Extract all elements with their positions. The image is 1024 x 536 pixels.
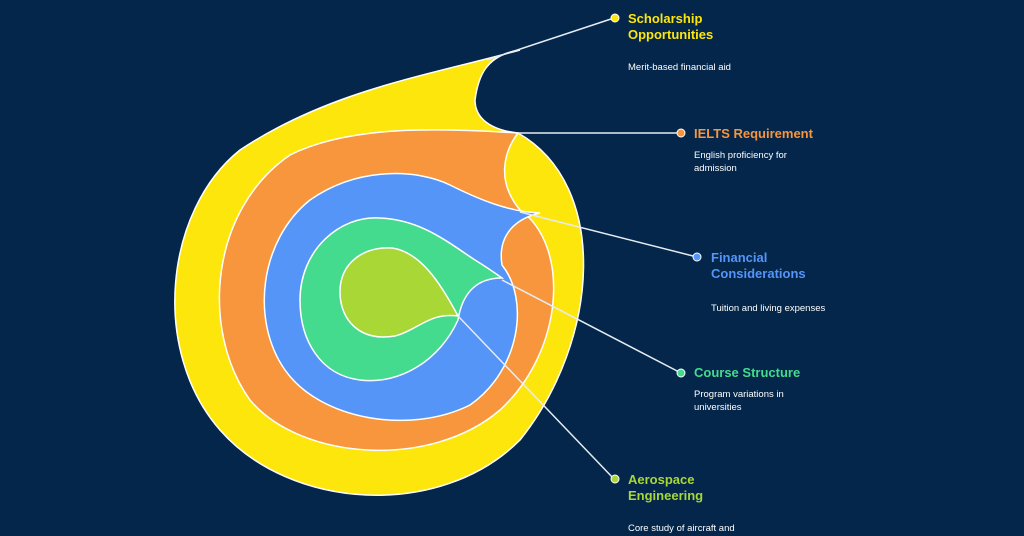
label-title: Scholarship Opportunities xyxy=(628,11,848,43)
connector-course xyxy=(501,279,682,374)
label-aerospace: Aerospace Engineering Core study of airc… xyxy=(628,472,848,536)
title-line: Course Structure xyxy=(694,365,801,380)
layer-aerospace xyxy=(339,247,460,338)
label-description: Program variations in universities xyxy=(694,389,784,413)
label-title: Course Structure xyxy=(694,365,914,381)
label-course: Course Structure Program variations in u… xyxy=(694,365,914,414)
dot-scholarship xyxy=(610,13,620,23)
title-line: IELTS Requirement xyxy=(694,126,813,141)
label-description: Core study of aircraft and systems xyxy=(628,523,735,536)
label-ielts: IELTS Requirement English proficiency fo… xyxy=(694,126,914,175)
label-description: Tuition and living expenses xyxy=(711,303,826,314)
connector-scholarship xyxy=(486,17,615,61)
label-description: English proficiency for admission xyxy=(694,150,787,174)
label-title: IELTS Requirement xyxy=(694,126,914,142)
dot-financial xyxy=(692,252,702,262)
title-line: Scholarship xyxy=(628,11,703,26)
title-line: Aerospace xyxy=(628,472,695,487)
dot-course xyxy=(676,368,686,378)
dot-ielts xyxy=(676,128,686,138)
label-description: Merit-based financial aid xyxy=(628,62,731,73)
label-scholarship: Scholarship Opportunities Merit-based fi… xyxy=(628,11,848,75)
title-line: Considerations xyxy=(711,266,806,281)
connector-financial xyxy=(519,211,698,258)
label-title: Aerospace Engineering xyxy=(628,472,848,504)
dot-aerospace xyxy=(610,474,620,484)
title-line: Engineering xyxy=(628,488,704,503)
title-line: Financial xyxy=(711,250,768,265)
label-financial: Financial Considerations Tuition and liv… xyxy=(711,250,931,316)
connector-aerospace xyxy=(457,315,615,480)
title-line: Opportunities xyxy=(628,27,714,42)
label-title: Financial Considerations xyxy=(711,250,931,282)
